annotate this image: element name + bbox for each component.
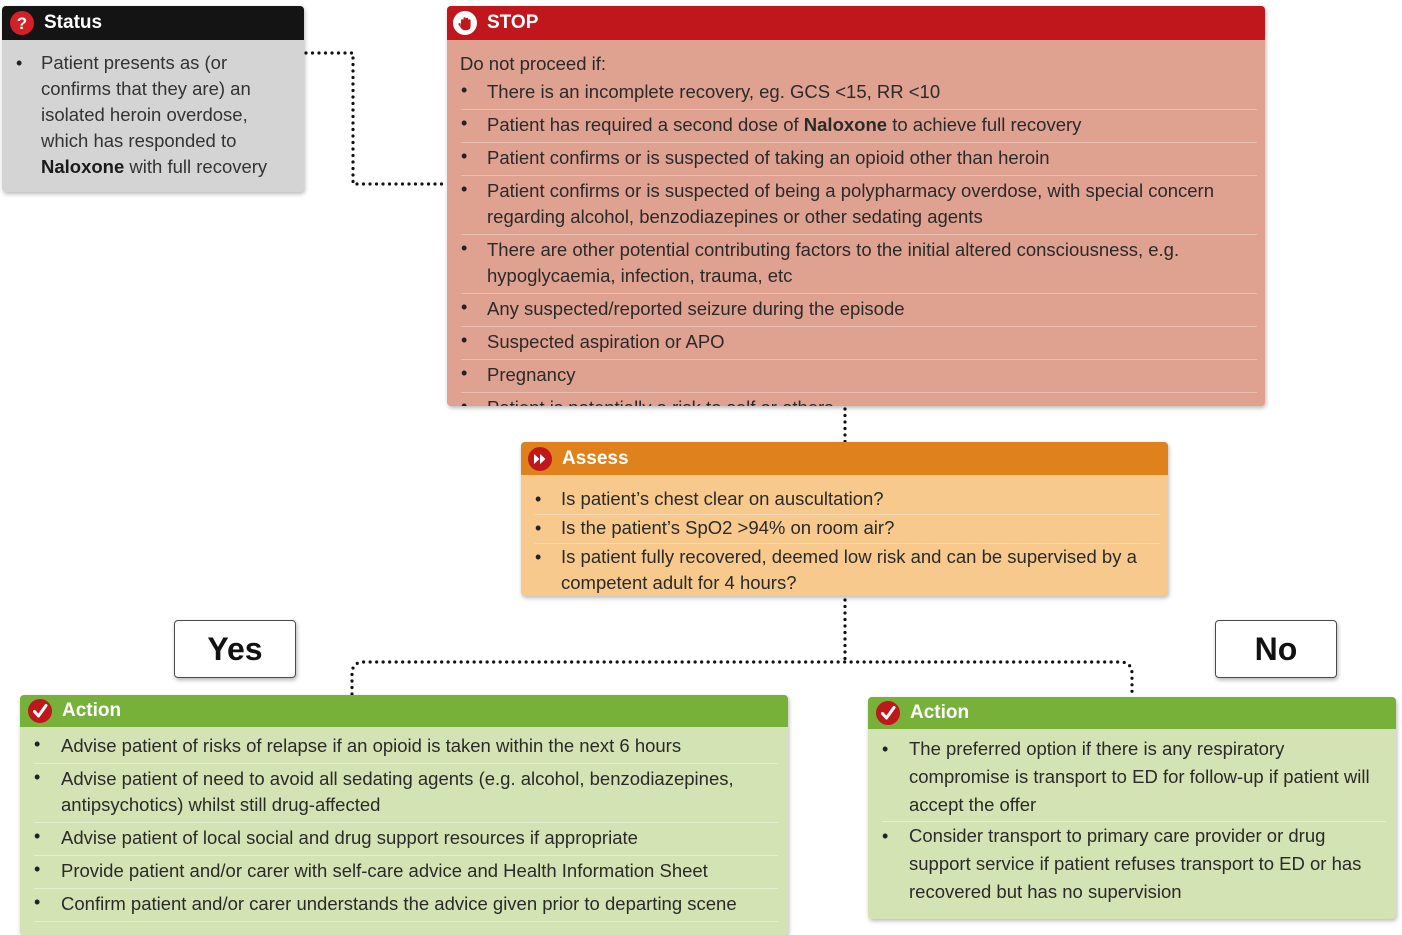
stop-item: Pregnancy xyxy=(461,360,1257,393)
stop-item: Patient is potentially a risk to self or… xyxy=(461,393,1257,406)
action-no-item: The preferred option if there is any res… xyxy=(882,735,1386,822)
action-yes-item: Provide patient and/or carer with self-c… xyxy=(34,856,778,889)
action-yes-item: Advise patient of risks of relapse if an… xyxy=(34,731,778,764)
hand-stop-icon xyxy=(453,11,477,35)
fast-forward-icon xyxy=(528,446,552,471)
action-no-title: Action xyxy=(910,702,970,723)
question-icon: ? xyxy=(10,11,34,35)
status-header: ? Status xyxy=(2,6,304,40)
action-yes-item: Advise patient of need to avoid all seda… xyxy=(34,764,778,823)
status-box: ? Status Patient presents as (or confirm… xyxy=(2,6,304,192)
status-item: Patient presents as (or confirms that th… xyxy=(16,50,294,180)
assess-title: Assess xyxy=(562,447,629,469)
stop-item: Suspected aspiration or APO xyxy=(461,327,1257,360)
stop-item: There is an incomplete recovery, eg. GCS… xyxy=(461,77,1257,110)
assess-header: Assess xyxy=(521,442,1168,475)
action-no-item: Consider transport to primary care provi… xyxy=(882,822,1386,908)
check-icon xyxy=(876,701,900,725)
assess-item: Is patient’s chest clear on auscultation… xyxy=(535,486,1160,515)
stop-intro: Do not proceed if: xyxy=(460,53,607,74)
assess-item: Is the patient’s SpO2 >94% on room air? xyxy=(535,515,1160,544)
yes-label: Yes xyxy=(174,620,296,678)
action-yes-box: Action Advise patient of risks of relaps… xyxy=(20,695,788,935)
action-yes-item: Advise patient of local social and drug … xyxy=(34,823,778,856)
stop-item: Patient confirms or is suspected of taki… xyxy=(461,143,1257,176)
stop-item: Any suspected/reported seizure during th… xyxy=(461,294,1257,327)
status-title: Status xyxy=(44,12,103,33)
assess-item: Is patient fully recovered, deemed low r… xyxy=(535,544,1160,596)
stop-box: STOP Do not proceed if: There is an inco… xyxy=(447,6,1265,406)
action-yes-title: Action xyxy=(62,700,122,721)
action-no-header: Action xyxy=(868,697,1396,729)
svg-text:?: ? xyxy=(17,14,27,33)
action-yes-item: Confirm patient and/or carer understands… xyxy=(34,889,778,922)
stop-item: Patient confirms or is suspected of bein… xyxy=(461,176,1257,235)
connector-assess-to-branches xyxy=(350,598,1134,696)
connector-stop-to-assess xyxy=(843,407,847,444)
connector-status-to-stop xyxy=(304,51,450,186)
action-yes-header: Action xyxy=(20,695,788,727)
stop-item: There are other potential contributing f… xyxy=(461,235,1257,294)
assess-box: Assess Is patient’s chest clear on auscu… xyxy=(521,442,1168,596)
check-icon xyxy=(28,699,52,723)
stop-header: STOP xyxy=(447,6,1265,40)
stop-title: STOP xyxy=(487,12,539,33)
no-label: No xyxy=(1215,620,1337,678)
stop-item: Patient has required a second dose of Na… xyxy=(461,110,1257,143)
action-no-box: Action The preferred option if there is … xyxy=(868,697,1396,919)
